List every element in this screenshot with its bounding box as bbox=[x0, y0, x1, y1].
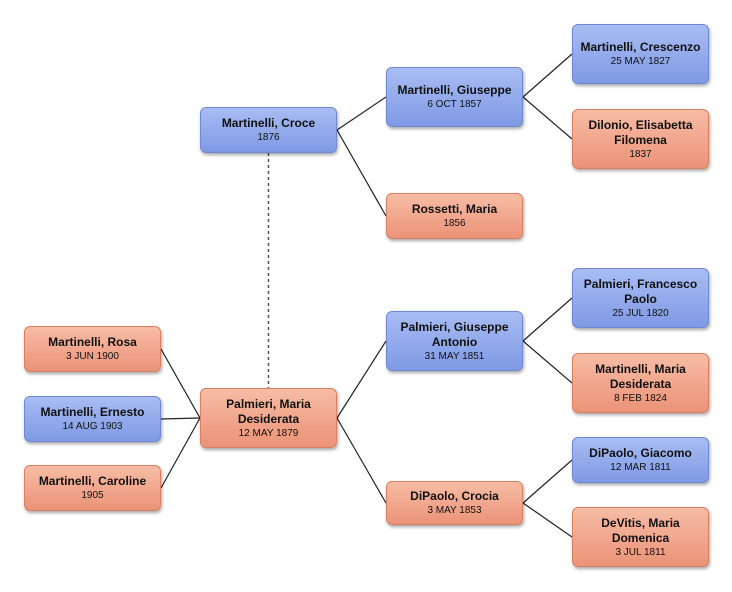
person-name: Martinelli, Crescenzo bbox=[580, 40, 701, 54]
person-date: 3 MAY 1853 bbox=[427, 505, 482, 516]
person-node-giuseppe-martinelli[interactable]: Martinelli, Giuseppe 6 OCT 1857 bbox=[386, 67, 523, 127]
person-date: 8 FEB 1824 bbox=[614, 392, 667, 404]
person-node-maria-domenica-devitis[interactable]: DeVitis, Maria Domenica 3 JUL 1811 bbox=[572, 507, 709, 567]
child-link-line bbox=[160, 417, 201, 489]
child-link-line bbox=[160, 417, 201, 420]
parent-link-line bbox=[336, 129, 387, 217]
person-date: 12 MAR 1811 bbox=[610, 462, 671, 473]
person-date: 1876 bbox=[257, 132, 280, 143]
person-node-francesco-paolo-palmieri[interactable]: Palmieri, Francesco Paolo 25 JUL 1820 bbox=[572, 268, 709, 328]
parent-link-line bbox=[522, 96, 573, 140]
person-name: Martinelli, Ernesto bbox=[40, 405, 145, 419]
person-node-maria-rossetti[interactable]: Rossetti, Maria 1856 bbox=[386, 193, 523, 239]
person-node-giacomo-dipaolo[interactable]: DiPaolo, Giacomo 12 MAR 1811 bbox=[572, 437, 709, 483]
person-name: Martinelli, Maria Desiderata bbox=[595, 361, 686, 391]
person-node-ernesto-martinelli[interactable]: Martinelli, Ernesto 14 AUG 1903 bbox=[24, 396, 161, 442]
person-node-rosa-martinelli[interactable]: Martinelli, Rosa 3 JUN 1900 bbox=[24, 326, 161, 372]
person-name: Palmieri, Francesco Paolo bbox=[583, 276, 698, 306]
person-node-croce-martinelli[interactable]: Martinelli, Croce 1876 bbox=[200, 107, 337, 153]
person-name: Martinelli, Caroline bbox=[38, 474, 147, 488]
person-date: 1856 bbox=[443, 218, 466, 229]
person-node-caroline-martinelli[interactable]: Martinelli, Caroline 1905 bbox=[24, 465, 161, 511]
person-date: 1905 bbox=[81, 490, 104, 501]
person-name: DeVitis, Maria Domenica bbox=[601, 515, 680, 545]
person-node-crescenzo-martinelli[interactable]: Martinelli, Crescenzo 25 MAY 1827 bbox=[572, 24, 709, 84]
parent-link-line bbox=[336, 417, 387, 504]
person-name: Martinelli, Rosa bbox=[48, 335, 137, 349]
person-name: Palmieri, Giuseppe Antonio bbox=[400, 319, 509, 349]
parent-link-line bbox=[522, 459, 573, 504]
person-date: 1837 bbox=[629, 148, 652, 160]
person-node-elisabetta-dilonio[interactable]: Dilonio, Elisabetta Filomena 1837 bbox=[572, 109, 709, 169]
person-name: Rossetti, Maria bbox=[411, 202, 498, 216]
parent-link-line bbox=[522, 297, 573, 342]
person-node-maria-desiderata-martinelli[interactable]: Martinelli, Maria Desiderata 8 FEB 1824 bbox=[572, 353, 709, 413]
person-node-crocia-dipaolo[interactable]: DiPaolo, Crocia 3 MAY 1853 bbox=[386, 481, 523, 525]
person-name: Dilonio, Elisabetta Filomena bbox=[588, 117, 693, 147]
parent-link-line bbox=[522, 53, 573, 98]
person-date: 31 MAY 1851 bbox=[424, 350, 485, 362]
person-node-giuseppe-antonio-palmieri[interactable]: Palmieri, Giuseppe Antonio 31 MAY 1851 bbox=[386, 311, 523, 371]
person-date: 12 MAY 1879 bbox=[238, 427, 299, 439]
person-name: Palmieri, Maria Desiderata bbox=[226, 396, 311, 426]
person-name: DiPaolo, Giacomo bbox=[589, 446, 692, 460]
parent-link-line bbox=[336, 96, 387, 131]
person-name: Martinelli, Croce bbox=[221, 116, 316, 130]
person-date: 25 MAY 1827 bbox=[610, 56, 671, 67]
parent-link-line bbox=[522, 502, 573, 538]
person-date: 6 OCT 1857 bbox=[427, 99, 482, 110]
person-name: Martinelli, Giuseppe bbox=[397, 83, 512, 97]
person-name: DiPaolo, Crocia bbox=[410, 489, 499, 503]
person-date: 25 JUL 1820 bbox=[612, 307, 669, 319]
parent-link-line bbox=[522, 340, 573, 384]
parent-link-line bbox=[336, 340, 387, 419]
person-node-maria-desiderata-palmieri[interactable]: Palmieri, Maria Desiderata 12 MAY 1879 bbox=[200, 388, 337, 448]
person-date: 3 JUN 1900 bbox=[66, 351, 119, 362]
person-date: 3 JUL 1811 bbox=[615, 546, 666, 558]
person-date: 14 AUG 1903 bbox=[62, 421, 123, 432]
child-link-line bbox=[160, 348, 201, 419]
